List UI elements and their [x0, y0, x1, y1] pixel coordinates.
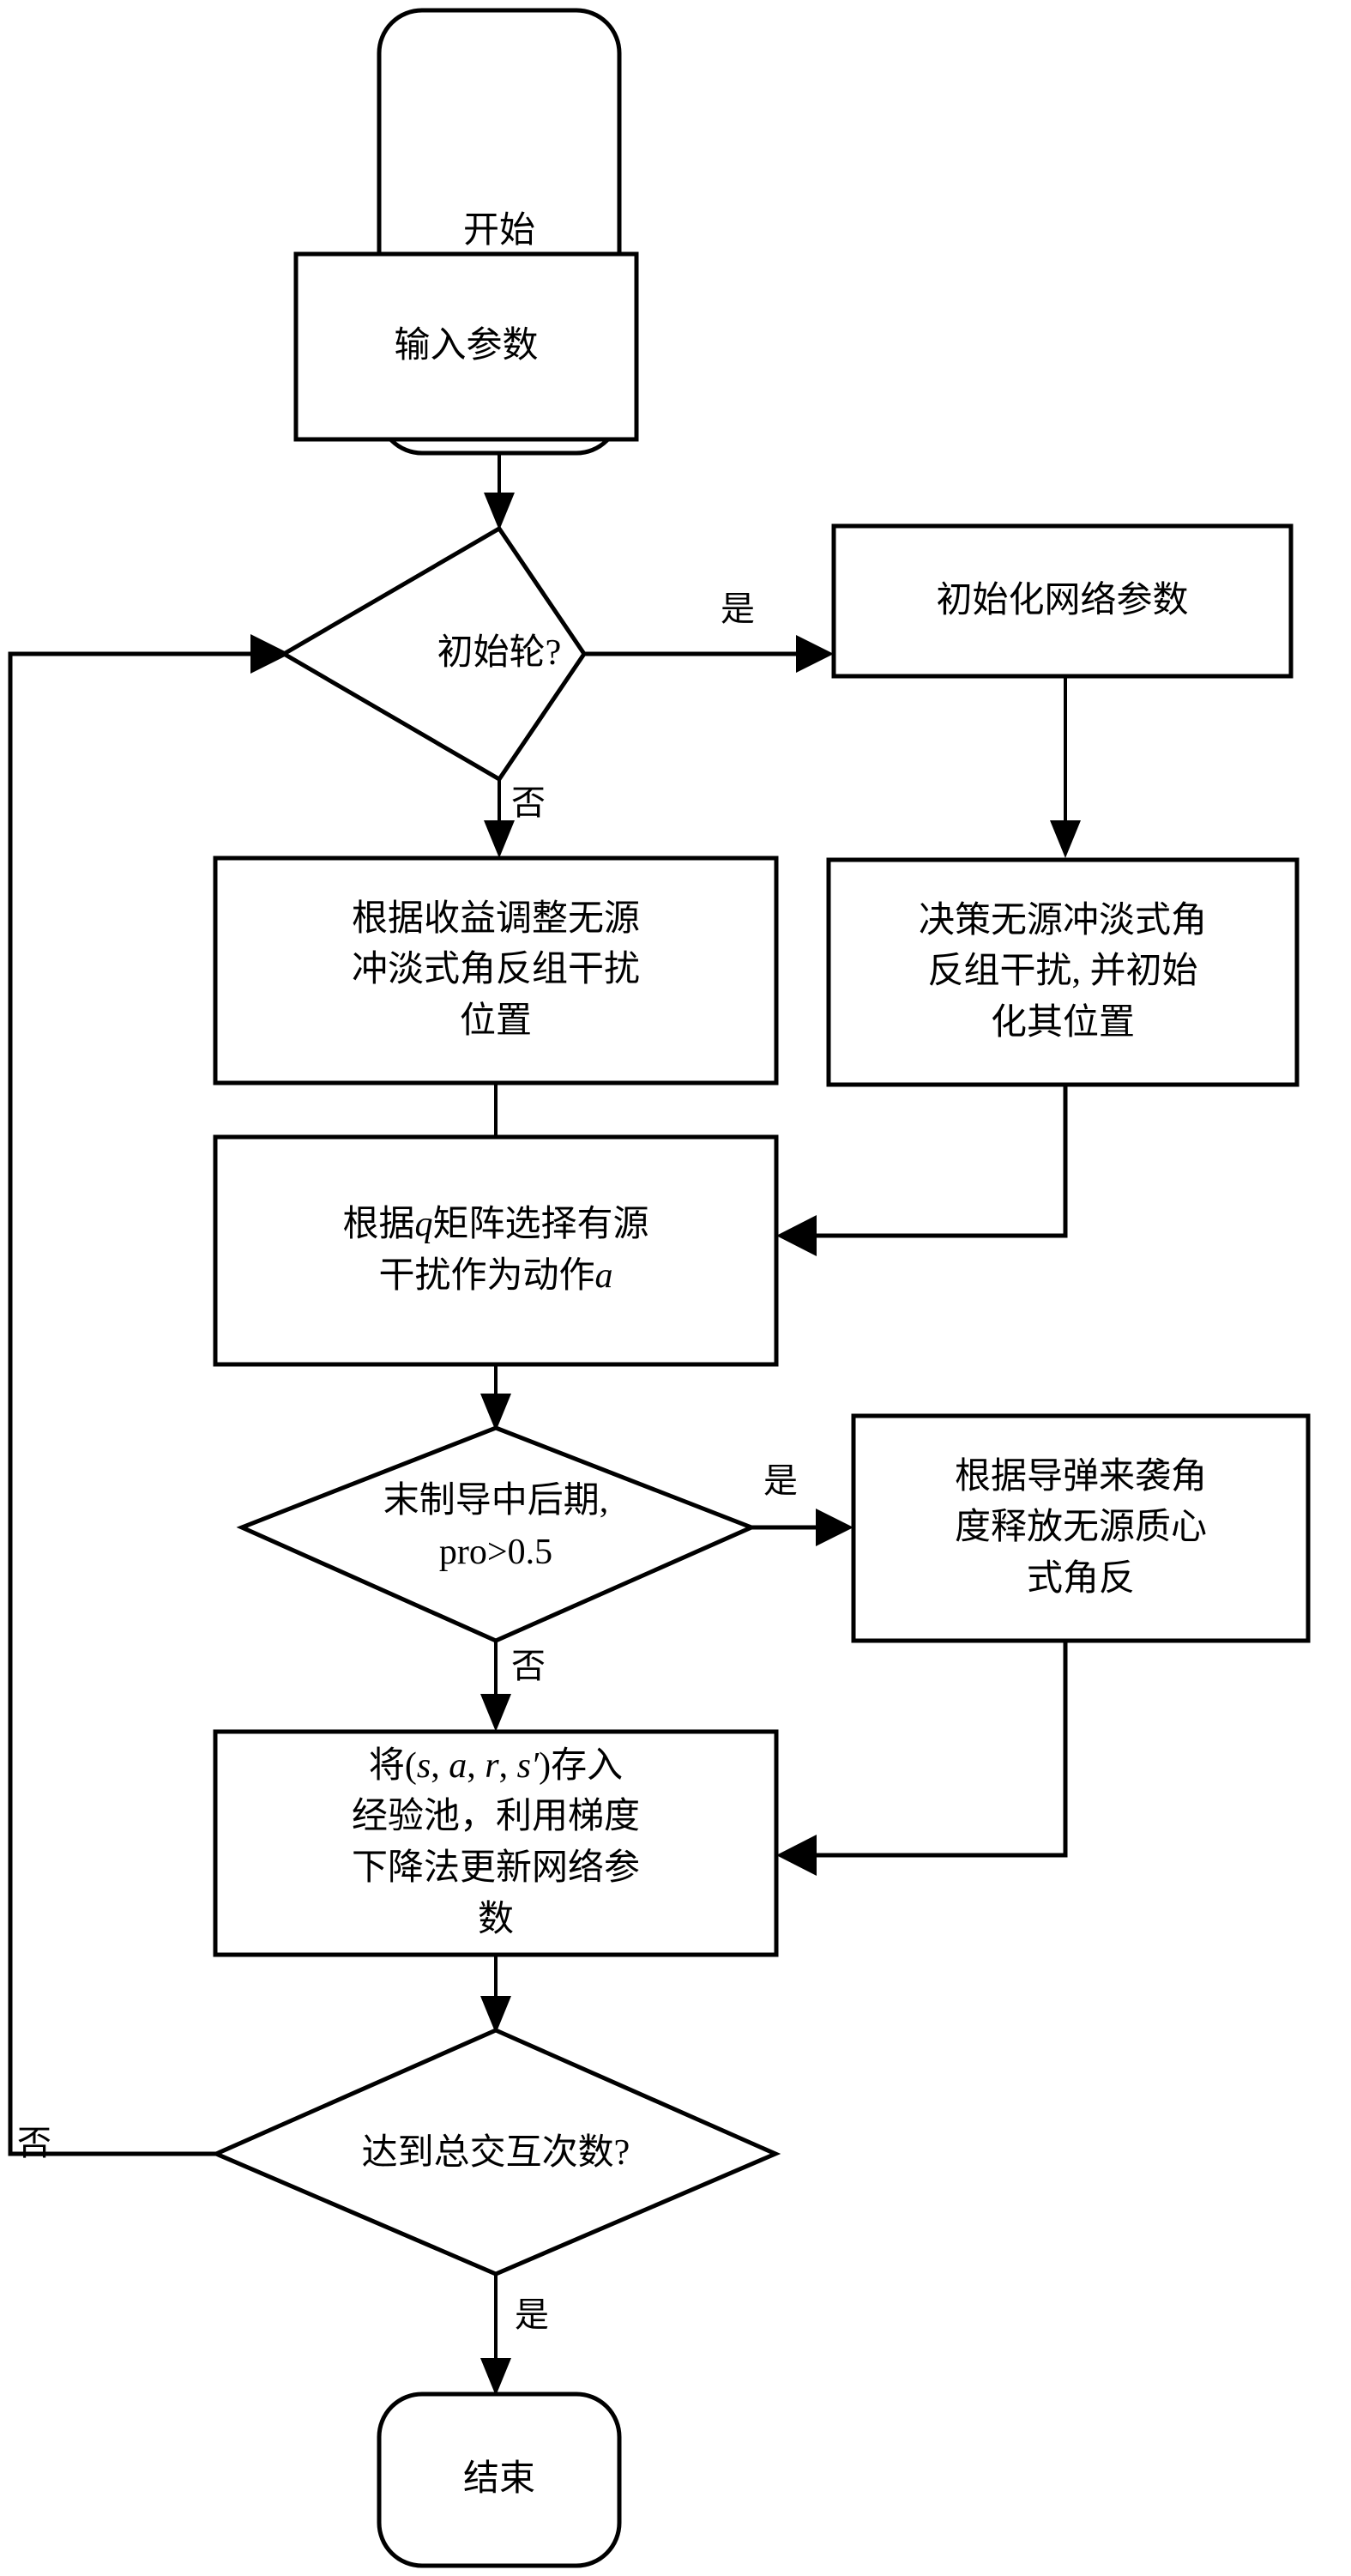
node-adjust-passive-position[interactable]	[213, 856, 779, 1085]
edge-initial-round-no	[484, 779, 515, 858]
node-decide-initial-round[interactable]	[280, 525, 588, 783]
edge-store-to-total-interactions	[480, 1955, 511, 2034]
edge-initial-round-yes	[583, 635, 834, 673]
node-decide-total-interactions[interactable]	[210, 2028, 781, 2277]
edge-total-interactions-yes-to-end	[480, 2274, 511, 2396]
node-decide-terminal-phase[interactable]	[236, 1425, 757, 1643]
edge-label-initial-round-yes: 是	[721, 590, 755, 628]
node-init-network-params[interactable]	[831, 523, 1294, 679]
edge-terminal-phase-no	[480, 1641, 511, 1732]
node-input-params[interactable]	[293, 251, 639, 442]
edge-decide-passive-to-select-action	[776, 1085, 1068, 1256]
node-store-and-update[interactable]	[213, 1729, 779, 1957]
node-release-centroid-jammer[interactable]	[851, 1413, 1311, 1643]
edge-label-terminal-phase-no: 否	[511, 1647, 546, 1685]
node-decide-passive-jammer[interactable]	[826, 857, 1300, 1087]
edge-label-terminal-phase-yes: 是	[763, 1461, 798, 1500]
edge-label-total-interactions-yes: 是	[515, 2295, 549, 2334]
edge-label-total-interactions-no: 否	[17, 2124, 51, 2162]
node-end[interactable]	[377, 2392, 622, 2568]
edge-total-interactions-no-feedback	[8, 634, 290, 2156]
edge-label-initial-round-no: 否	[511, 783, 546, 822]
edge-release-to-store	[776, 1641, 1068, 1876]
edge-select-action-to-terminal-phase	[480, 1364, 511, 1431]
node-select-active-action[interactable]	[213, 1134, 779, 1367]
edge-init-to-decide-passive	[1050, 676, 1081, 858]
